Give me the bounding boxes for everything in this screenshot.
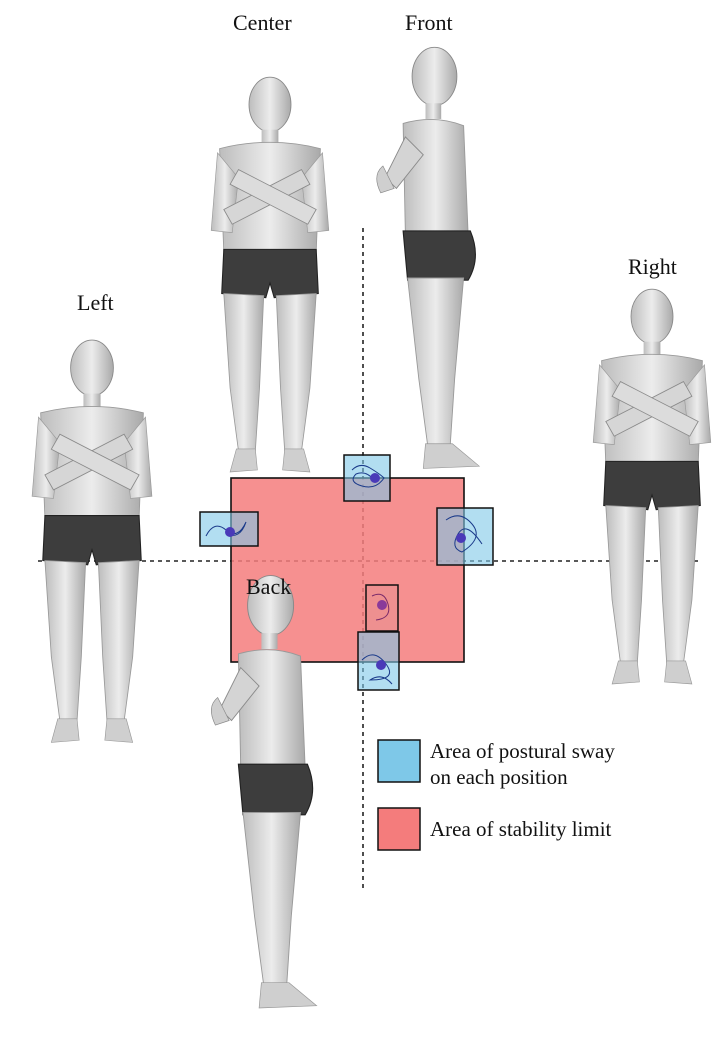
sway-box-front bbox=[344, 455, 390, 501]
legend-sway-line1: Area of postural sway bbox=[430, 738, 615, 764]
sway-box-center bbox=[366, 585, 398, 631]
left-figure bbox=[32, 340, 152, 742]
right-figure bbox=[593, 289, 711, 684]
legend-sway-swatch bbox=[378, 740, 420, 782]
label-left: Left bbox=[77, 290, 114, 316]
legend-sway-line2: on each position bbox=[430, 764, 615, 790]
front-figure bbox=[377, 47, 480, 468]
label-back: Back bbox=[246, 574, 291, 600]
sway-box-right bbox=[437, 508, 493, 565]
legend-stability-swatch bbox=[378, 808, 420, 850]
label-center: Center bbox=[233, 10, 292, 36]
label-front: Front bbox=[405, 10, 453, 36]
legend-sway-label: Area of postural sway on each position bbox=[430, 738, 615, 790]
center-figure bbox=[211, 77, 329, 472]
legend-stability-label: Area of stability limit bbox=[430, 816, 611, 842]
sway-box-back bbox=[358, 632, 399, 690]
label-right: Right bbox=[628, 254, 677, 280]
sway-box-left bbox=[200, 512, 258, 546]
